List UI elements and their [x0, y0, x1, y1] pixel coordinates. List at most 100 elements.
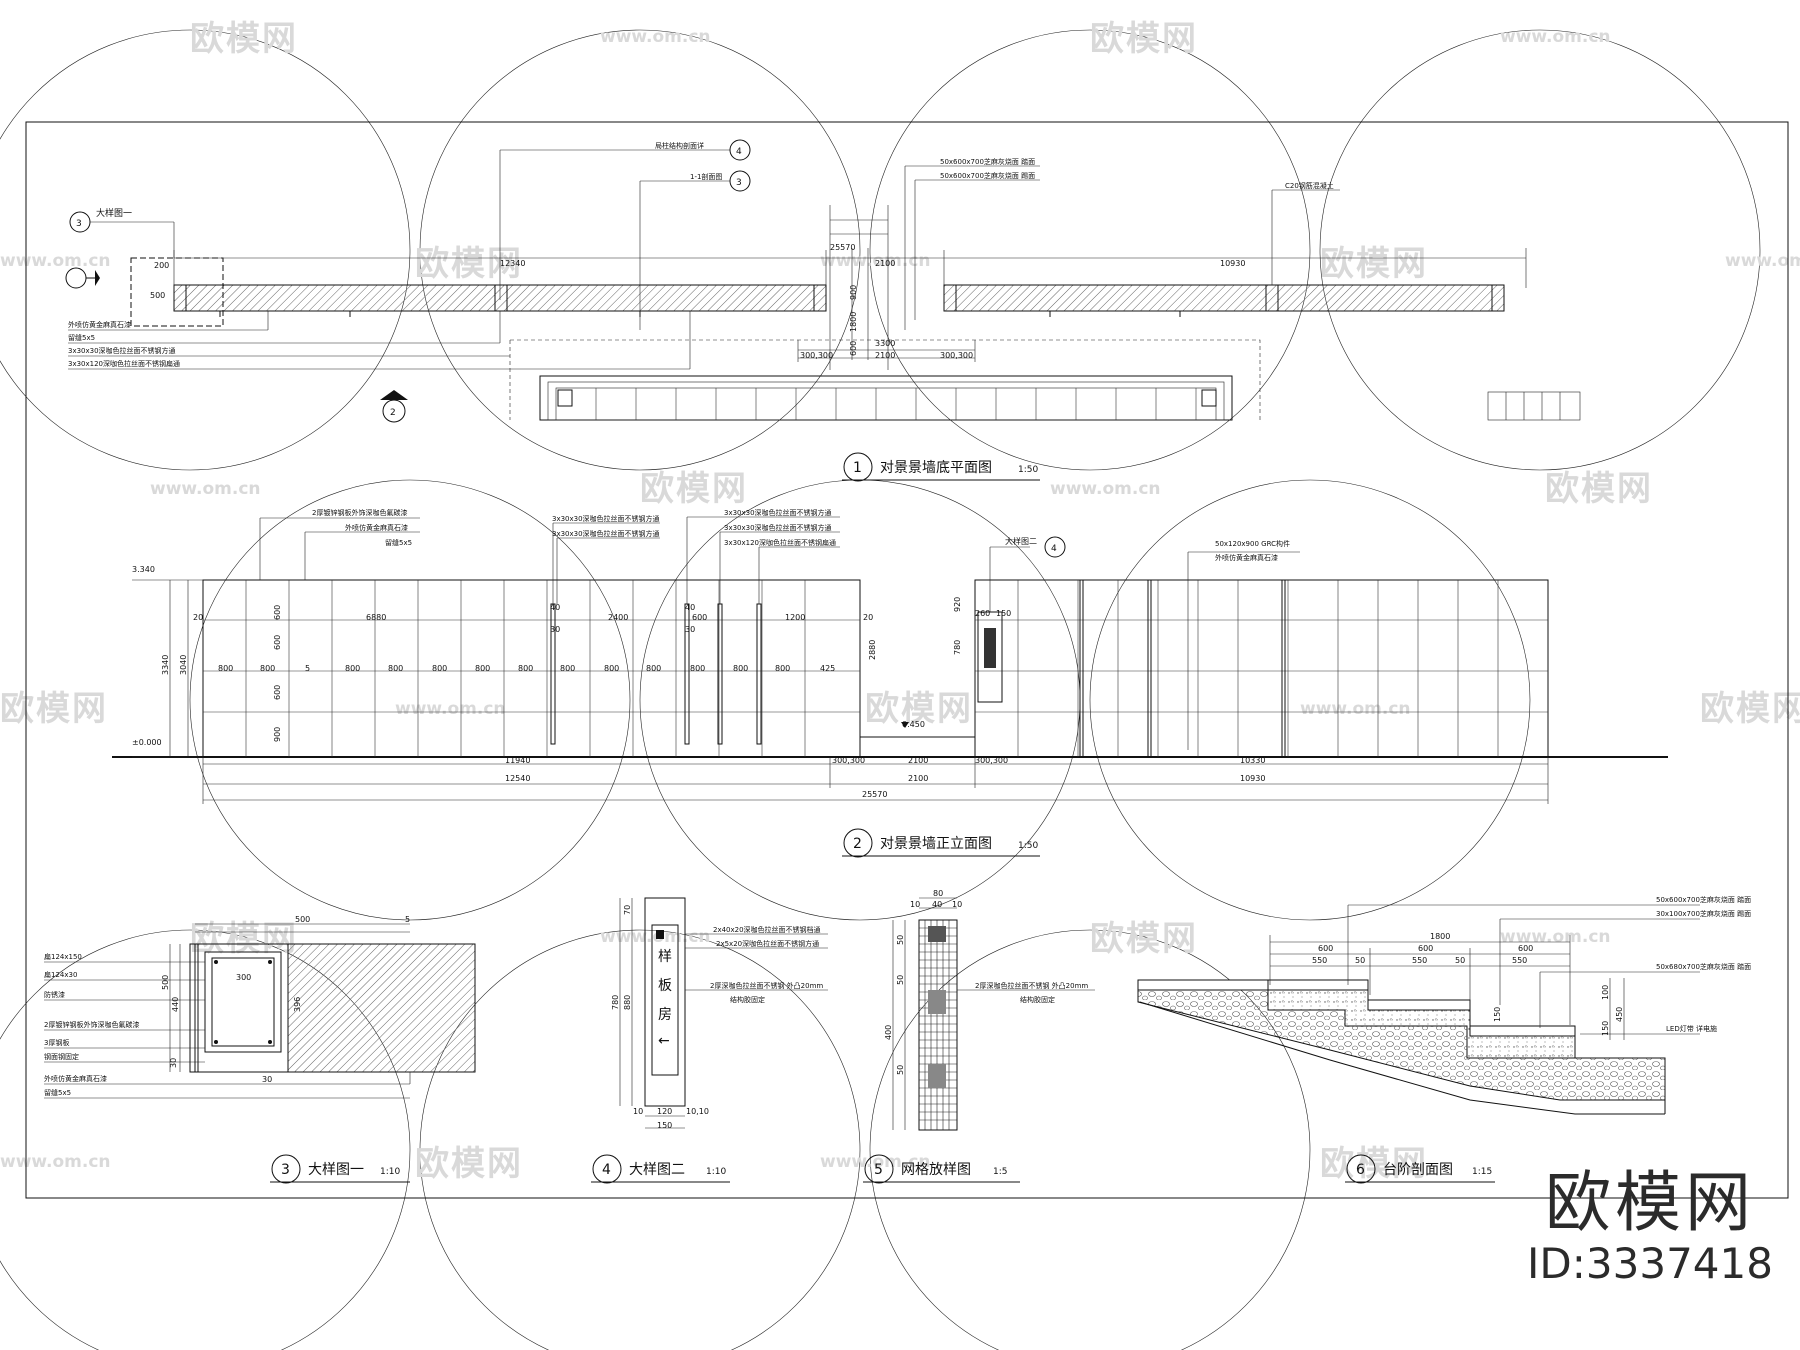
watermark-stamp-brand: 欧模网	[1545, 1164, 1755, 1241]
level-top: 3.340	[132, 565, 155, 574]
elev-panel: 800	[560, 664, 575, 673]
d1-note-8: 留缝5x5	[44, 1088, 71, 1097]
watermark-brand: 欧模网	[865, 689, 973, 729]
plan-callout-3: 50x600x700芝麻灰烧面 踏面	[940, 157, 1035, 166]
elev-scale: 1:50	[1018, 841, 1038, 851]
elev-bottom-300a: 300,300	[832, 756, 865, 765]
elev-dim-425: 425	[820, 664, 835, 673]
elev-detail-num: 4	[1051, 544, 1057, 554]
plan-detail-tag: 大样图一	[96, 207, 132, 219]
elev-bottom-300b: 300,300	[975, 756, 1008, 765]
sign-char-3: 房	[658, 1007, 672, 1023]
d2-dim-880: 880	[623, 995, 632, 1010]
watermark-brand: 欧模网	[1320, 1144, 1428, 1184]
elev-note-mid2-3: 3x30x120深咖色拉丝面不锈钢扁通	[724, 538, 836, 547]
steps-note-3: 50x680x700芝麻灰烧面 踏面	[1656, 962, 1751, 971]
steps-scale: 1:15	[1472, 1167, 1492, 1177]
elev-note-mid2-2: 3x30x30深咖色拉丝面不锈钢方通	[724, 523, 832, 532]
d2-note-1: 2x40x20深咖色拉丝面不锈钢档通	[713, 925, 821, 934]
steps-dim-550b: 550	[1412, 956, 1427, 965]
steps-dim-450: 450	[1615, 1007, 1624, 1022]
steps-title: 台阶剖面图	[1383, 1162, 1453, 1178]
wall-left-elev	[202, 579, 861, 758]
elev-dim-1200: 1200	[785, 613, 805, 622]
d1-note-6: 钢面钢固定	[44, 1052, 79, 1061]
watermark-brand: 欧模网	[190, 19, 298, 59]
plan-dim-1800: 1800	[849, 312, 858, 332]
d2-dim-70: 70	[623, 905, 632, 915]
elev-detail-tag: 大样图二	[1005, 536, 1037, 546]
elev-panel: 800	[690, 664, 705, 673]
callout-num-4: 4	[736, 147, 742, 157]
plan-title-num: 1	[853, 460, 862, 476]
wall-right-plan	[943, 284, 1505, 312]
grid-title: 网格放样图	[901, 1162, 971, 1178]
grid-dim-50: 50	[896, 935, 905, 945]
watermark-url: www.om.cn	[1500, 27, 1611, 47]
elev-panel: 800	[646, 664, 661, 673]
elev-panel: 800	[775, 664, 790, 673]
watermark-brand: 欧模网	[1090, 19, 1198, 59]
elev-dim-600: 600	[692, 613, 707, 622]
elev-dim-30b: 30	[685, 625, 695, 634]
elev-note-mid2-1: 3x30x30深咖色拉丝面不锈钢方通	[724, 508, 832, 517]
elev-note-right-2: 外喷仿黄金麻真石漆	[1215, 553, 1278, 562]
plan-scale: 1:50	[1018, 465, 1038, 475]
sign-char-1: 样	[658, 949, 672, 965]
grid-title-num: 5	[874, 1162, 883, 1178]
plan-note-3: 3x30x30深咖色拉丝面不锈钢方通	[68, 346, 176, 355]
d1-scale: 1:10	[380, 1167, 400, 1177]
plan-dim-2100: 2100	[875, 351, 895, 360]
detail-tag-num: 3	[76, 219, 82, 229]
elev-dim-920: 920	[953, 597, 962, 612]
steps-dim-600b: 600	[1418, 944, 1433, 953]
watermark-url: www.om.cn	[395, 699, 506, 719]
grid-scale: 1:5	[993, 1167, 1007, 1177]
watermark-brand: 欧模网	[0, 689, 108, 729]
plan-title: 对景景墙底平面图	[880, 460, 992, 476]
elev-dim-40: 40	[550, 603, 560, 612]
watermark-url: www.om.cn	[820, 1152, 931, 1172]
d1-title-num: 3	[281, 1162, 290, 1178]
d2-note-4: 结构胶固定	[730, 995, 765, 1004]
sign-char-4: ←	[658, 1033, 670, 1049]
plan-dim-300a: 300,300	[800, 351, 833, 360]
elev-dim-900: 900	[273, 727, 282, 742]
elev-gap: 5	[305, 664, 310, 673]
elev-note-right-1: 50x120x900 GRC构件	[1215, 539, 1290, 548]
steps-dim-150: 150	[1601, 1021, 1610, 1036]
watermark-stamp: 欧模网 ID:3337418	[1515, 1168, 1785, 1290]
watermark-brand: 欧模网	[415, 244, 523, 284]
d1-note-4: 2厚镀锌钢板外饰深咖色氟碳漆	[44, 1020, 139, 1029]
elev-note-mid-2: 3x30x30深咖色拉丝面不锈钢方通	[552, 529, 660, 538]
wall-right-elev	[974, 579, 1549, 758]
sign-char-2: 板	[658, 978, 672, 994]
section-num-2: 2	[390, 408, 396, 418]
watermark-url: www.om.cn	[1500, 927, 1611, 947]
elev-bottom-11940: 11940	[505, 756, 530, 765]
watermark-url: www.om.cn	[820, 251, 931, 271]
elev-dim-260: 260	[975, 609, 990, 618]
watermark-url: www.om.cn	[1300, 699, 1411, 719]
watermark-brand: 欧模网	[415, 1144, 523, 1184]
plan-dim-left: 12340	[500, 259, 525, 268]
elev-dim-row: 600	[273, 685, 282, 700]
d2-note-3: 2厚深咖色拉丝面不锈钢 外凸20mm	[710, 981, 823, 990]
plan-callout-4: 50x600x700芝麻灰烧面 踢面	[940, 171, 1035, 180]
elev-bottom-2100: 2100	[908, 756, 928, 765]
steps-title-num: 6	[1356, 1162, 1365, 1178]
watermark-url: www.om.cn	[600, 27, 711, 47]
grid-dim-400: 400	[884, 1025, 893, 1040]
plan-note-1: 外喷仿黄金麻真石漆	[68, 320, 131, 329]
d1-note-2: 扁124x30	[44, 970, 77, 979]
d2-note-2: 2x5x20深咖色拉丝面不锈钢方通	[716, 939, 819, 948]
steps-dim-550: 550	[1312, 956, 1327, 965]
level-step: 0.450	[902, 720, 925, 729]
plan-dim-300b: 300,300	[940, 351, 973, 360]
plan-dim-side-b: 500	[150, 291, 165, 300]
d1-title: 大样图一	[308, 1162, 364, 1178]
level-zero: ±0.000	[132, 738, 162, 747]
d1-dim-5: 5	[405, 915, 410, 924]
d2-dim-150: 150	[657, 1121, 672, 1130]
